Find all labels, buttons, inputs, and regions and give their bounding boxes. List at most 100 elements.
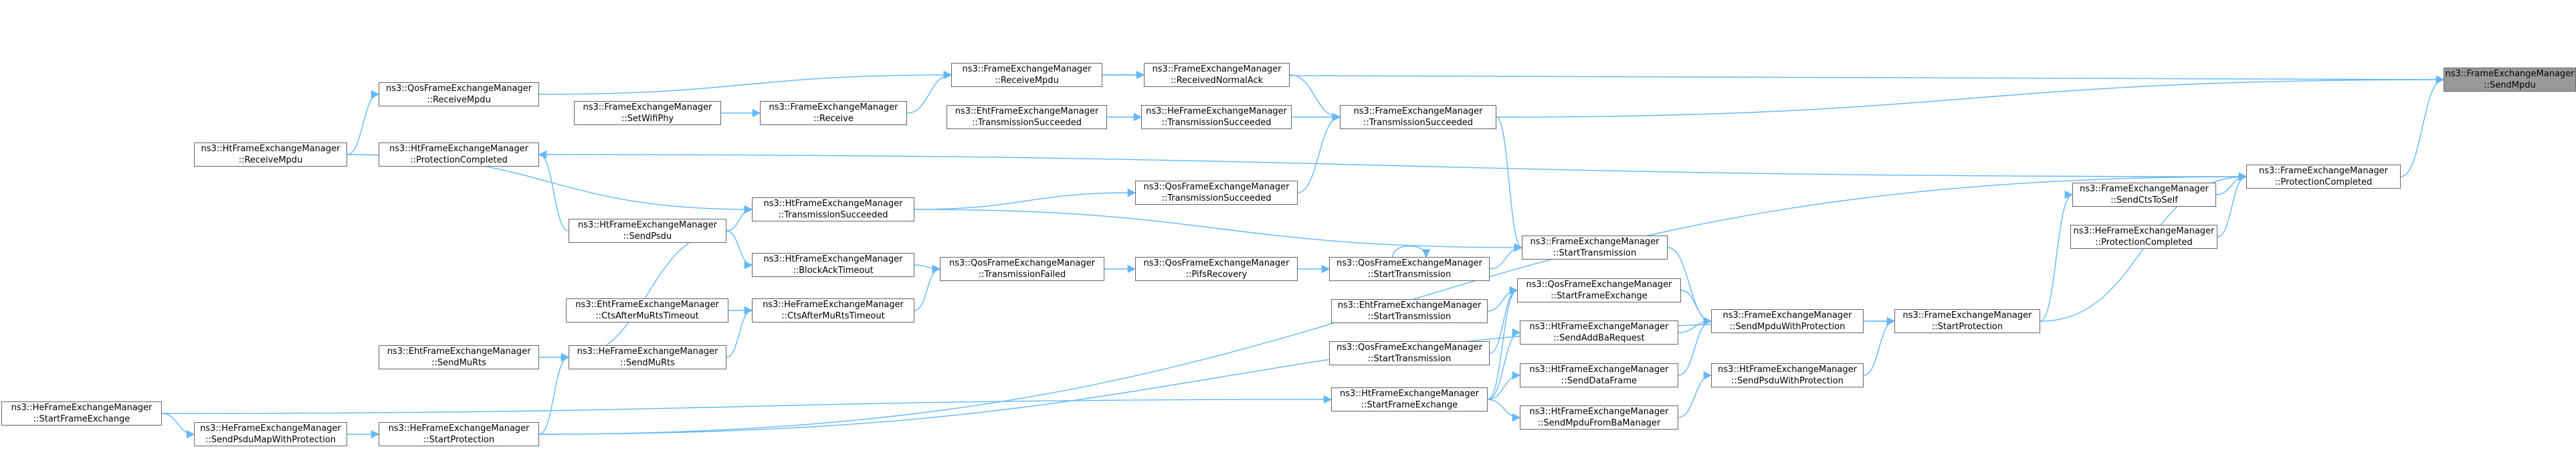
node-method-label: ::TransmissionSucceeded bbox=[1161, 193, 1272, 203]
node-fem-transmissionsucceeded[interactable]: ns3::FrameExchangeManager ::Transmission… bbox=[1340, 105, 1496, 129]
node-method-label: ::ReceivedNormalAck bbox=[1170, 76, 1264, 86]
node-method-label: ::CtsAfterMuRtsTimeout bbox=[595, 311, 699, 321]
node-class-label: ns3::HtFrameExchangeManager bbox=[578, 220, 717, 230]
node-method-label: ::SendDataFrame bbox=[1561, 376, 1638, 386]
node-qos-transmissionfailed[interactable]: ns3::QosFrameExchangeManager ::Transmiss… bbox=[940, 257, 1104, 281]
node-fem-receivempdu[interactable]: ns3::FrameExchangeManager ::ReceiveMpdu bbox=[951, 63, 1102, 87]
node-ht-sendmpdufrombamanager[interactable]: ns3::HtFrameExchangeManager ::SendMpduFr… bbox=[1520, 405, 1678, 430]
node-class-label: ns3::HtFrameExchangeManager bbox=[1529, 407, 1669, 417]
node-class-label: ns3::HtFrameExchangeManager bbox=[763, 199, 903, 209]
node-method-label: ::SendAddBaRequest bbox=[1553, 333, 1645, 343]
node-qos-startframeexchange[interactable]: ns3::QosFrameExchangeManager ::StartFram… bbox=[1517, 278, 1681, 302]
node-method-label: ::SetWifiPhy bbox=[621, 114, 674, 124]
node-class-label: ns3::HeFrameExchangeManager bbox=[11, 403, 153, 413]
node-class-label: ns3::HeFrameExchangeManager bbox=[1146, 106, 1287, 116]
node-class-label: ns3::FrameExchangeManager bbox=[1722, 310, 1852, 320]
node-class-label: ns3::FrameExchangeManager bbox=[962, 64, 1092, 74]
node-class-label: ns3::HtFrameExchangeManager bbox=[1718, 365, 1857, 375]
call-edge-n_fem_starttx-to-n_sendmpduwp bbox=[1667, 247, 1712, 326]
node-qos-starttransmission-2[interactable]: ns3::QosFrameExchangeManager ::StartTran… bbox=[1329, 341, 1490, 365]
call-edge-n_ht_sendmpdufrom-to-n_ht_sendpsduwp bbox=[1678, 371, 1712, 418]
call-edge-self-loop bbox=[1392, 245, 1431, 258]
node-fem-setwifiphy[interactable]: ns3::FrameExchangeManager ::SetWifiPhy bbox=[574, 101, 721, 125]
node-class-label: ns3::FrameExchangeManager bbox=[1353, 106, 1483, 116]
node-ht-protectioncompleted[interactable]: ns3::HtFrameExchangeManager ::Protection… bbox=[379, 143, 539, 167]
call-edge-n_qos_starttx2-to-n_qos_startfe bbox=[1489, 286, 1518, 354]
node-method-label: ::StartProtection bbox=[1931, 322, 2003, 332]
node-class-label: ns3::HtFrameExchangeManager bbox=[201, 144, 340, 154]
node-class-label: ns3::HtFrameExchangeManager bbox=[763, 254, 903, 264]
call-edge-n_ht_startfe-to-n_qos_startfe bbox=[1487, 286, 1518, 400]
call-edge-n_he_startprot-to-n_startprot_fem bbox=[538, 316, 1896, 435]
node-method-label: ::SendMpduWithProtection bbox=[1729, 322, 1846, 332]
node-fem-startprotection[interactable]: ns3::FrameExchangeManager ::StartProtect… bbox=[1894, 309, 2040, 333]
node-fem-receivednormalack[interactable]: ns3::FrameExchangeManager ::ReceivedNorm… bbox=[1144, 63, 1290, 87]
node-ht-startframeexchange[interactable]: ns3::HtFrameExchangeManager ::StartFrame… bbox=[1331, 387, 1488, 411]
node-class-label: ns3::FrameExchangeManager bbox=[2079, 184, 2209, 194]
node-ht-receivempdu[interactable]: ns3::HtFrameExchangeManager ::ReceiveMpd… bbox=[194, 143, 347, 167]
node-method-label: ::BlockAckTimeout bbox=[793, 266, 874, 276]
node-fem-protectioncompleted[interactable]: ns3::FrameExchangeManager ::ProtectionCo… bbox=[2246, 165, 2401, 189]
node-qos-receivempdu[interactable]: ns3::QosFrameExchangeManager ::ReceiveMp… bbox=[379, 82, 539, 106]
node-method-label: ::SendCtsToSelf bbox=[2110, 195, 2178, 205]
node-he-protectioncompleted[interactable]: ns3::HeFrameExchangeManager ::Protection… bbox=[2070, 225, 2217, 249]
call-edge-n_ht_sendpsdu-to-n_ht_blockack bbox=[726, 230, 753, 270]
node-fem-starttransmission[interactable]: ns3::FrameExchangeManager ::StartTransmi… bbox=[1522, 236, 1668, 260]
node-method-label: ::TransmissionSucceeded bbox=[778, 210, 888, 220]
node-ht-sendpsdu[interactable]: ns3::HtFrameExchangeManager ::SendPsdu bbox=[569, 219, 726, 243]
node-qos-starttransmission[interactable]: ns3::QosFrameExchangeManager ::StartTran… bbox=[1329, 257, 1490, 281]
node-fem-sendctstoself[interactable]: ns3::FrameExchangeManager ::SendCtsToSel… bbox=[2072, 183, 2216, 207]
node-class-label: ns3::FrameExchangeManager bbox=[1902, 310, 2032, 320]
node-class-label: ns3::QosFrameExchangeManager bbox=[1336, 258, 1482, 268]
node-ht-transmissionsucceeded[interactable]: ns3::HtFrameExchangeManager ::Transmissi… bbox=[752, 197, 914, 221]
node-fem-sendmpduwithprotection[interactable]: ns3::FrameExchangeManager ::SendMpduWith… bbox=[1711, 309, 1864, 333]
node-he-transmissionsucceeded[interactable]: ns3::HeFrameExchangeManager ::Transmissi… bbox=[1141, 105, 1292, 129]
node-eht-starttransmission[interactable]: ns3::EhtFrameExchangeManager ::StartTran… bbox=[1331, 299, 1488, 323]
node-method-label: ::CtsAfterMuRtsTimeout bbox=[781, 311, 885, 321]
node-eht-transmissionsucceeded[interactable]: ns3::EhtFrameExchangeManager ::Transmiss… bbox=[947, 105, 1107, 129]
node-ht-senddataframe[interactable]: ns3::HtFrameExchangeManager ::SendDataFr… bbox=[1520, 363, 1678, 387]
node-class-label: ns3::EhtFrameExchangeManager bbox=[1337, 300, 1482, 310]
node-he-sendpsdumapwithprotection[interactable]: ns3::HeFrameExchangeManager ::SendPsduMa… bbox=[194, 422, 347, 446]
call-edge-n_qos_txsucc-to-n_fem_txsucc bbox=[1297, 112, 1341, 193]
node-method-label: ::TransmissionSucceeded bbox=[1363, 118, 1474, 128]
node-he-sendmurts[interactable]: ns3::HeFrameExchangeManager ::SendMuRts bbox=[569, 345, 726, 369]
node-qos-pifsrecovery[interactable]: ns3::QosFrameExchangeManager ::PifsRecov… bbox=[1135, 257, 1298, 281]
call-edge-n_qos_recvmpdu-to-n_fem_recvmpdu bbox=[538, 70, 953, 95]
node-method-label: ::StartProtection bbox=[423, 435, 495, 445]
call-edge-n_ht_startfe-to-n_ht_sendmpdufrom bbox=[1487, 399, 1521, 422]
node-class-label: ns3::QosFrameExchangeManager bbox=[1336, 343, 1482, 353]
node-qos-transmissionsucceeded[interactable]: ns3::QosFrameExchangeManager ::Transmiss… bbox=[1135, 181, 1298, 205]
node-method-label: ::PifsRecovery bbox=[1185, 270, 1248, 280]
node-class-label: ns3::FrameExchangeManager bbox=[769, 102, 898, 112]
node-ht-blockacktimeout[interactable]: ns3::HtFrameExchangeManager ::BlockAckTi… bbox=[752, 253, 914, 277]
node-ht-sendaddbarequest[interactable]: ns3::HtFrameExchangeManager ::SendAddBaR… bbox=[1520, 320, 1678, 345]
node-method-label: ::SendMpduFromBaManager bbox=[1537, 418, 1661, 428]
node-method-label: ::ReceiveMpdu bbox=[427, 95, 491, 105]
node-class-label: ns3::HeFrameExchangeManager bbox=[2073, 226, 2215, 236]
node-method-label: ::SendPsduWithProtection bbox=[1731, 376, 1844, 386]
node-class-label: ns3::HtFrameExchangeManager bbox=[1529, 365, 1669, 375]
node-class-label: ns3::FrameExchangeManager bbox=[1152, 64, 1282, 74]
call-edge-n_he_protcompl-to-n_protcompl_fem bbox=[2217, 172, 2248, 238]
call-edge-n_fem_txsucc-to-n_fem_starttx bbox=[1496, 116, 1523, 252]
node-method-label: ::SendMuRts bbox=[620, 358, 675, 368]
call-edge-n_ht_recvmpdu-to-n_qos_recvmpdu bbox=[346, 90, 380, 155]
node-ht-sendpsduwithprotection[interactable]: ns3::HtFrameExchangeManager ::SendPsduWi… bbox=[1711, 363, 1864, 387]
call-edge-n_fem_recvmpdu-to-n_sendmpdu bbox=[1102, 74, 2445, 84]
node-he-ctsaftermurtstimeout[interactable]: ns3::HeFrameExchangeManager ::CtsAfterMu… bbox=[752, 298, 914, 322]
node-eht-sendmurts[interactable]: ns3::EhtFrameExchangeManager ::SendMuRts bbox=[379, 345, 539, 369]
node-eht-ctsaftermurtstimeout[interactable]: ns3::EhtFrameExchangeManager ::CtsAfterM… bbox=[566, 298, 728, 322]
node-method-label: ::StartTransmission bbox=[1367, 312, 1452, 322]
node-method-label: ::TransmissionSucceeded bbox=[1161, 118, 1272, 128]
node-class-label: ns3::EhtFrameExchangeManager bbox=[955, 106, 1099, 116]
node-he-startframeexchange[interactable]: ns3::HeFrameExchangeManager ::StartFrame… bbox=[1, 401, 162, 426]
node-class-label: ns3::HeFrameExchangeManager bbox=[200, 424, 341, 434]
call-edge-n_he_startfe-to-n_ht_startfe bbox=[161, 395, 1332, 414]
node-class-label: ns3::EhtFrameExchangeManager bbox=[387, 347, 531, 357]
node-fem-receive[interactable]: ns3::FrameExchangeManager ::Receive bbox=[760, 101, 907, 125]
node-method-label: ::TransmissionFailed bbox=[978, 270, 1066, 280]
node-he-startprotection[interactable]: ns3::HeFrameExchangeManager ::StartProte… bbox=[379, 422, 539, 446]
